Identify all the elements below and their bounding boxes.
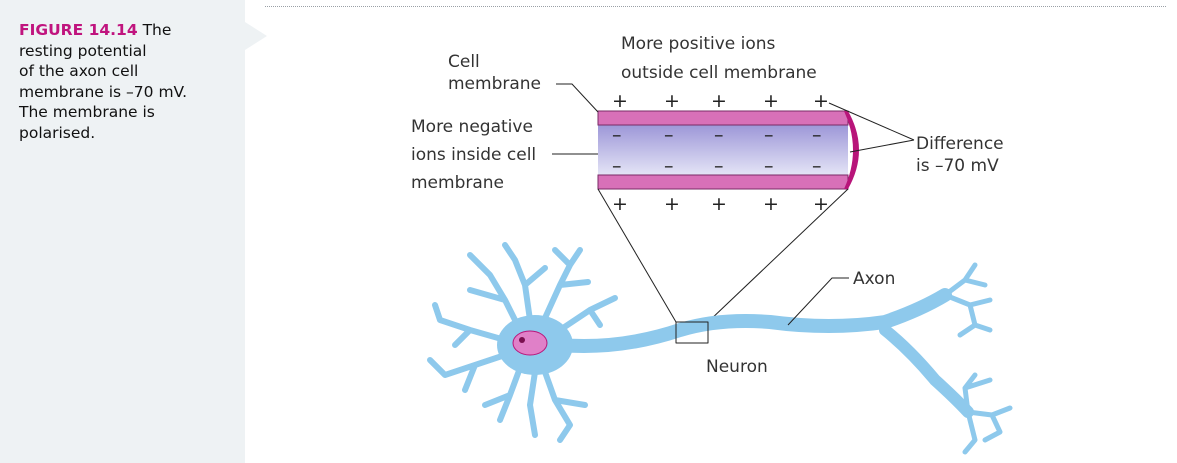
negative-ions-label-line-2: ions inside cell <box>411 145 536 165</box>
minus-sign: – <box>664 124 674 146</box>
minus-sign: – <box>664 155 674 177</box>
positive-ions-label-line-1: More positive ions <box>621 34 776 54</box>
axon-label: Axon <box>787 269 895 326</box>
axon-leader <box>787 277 849 326</box>
caption-line-5: polarised. <box>19 123 96 142</box>
minus-sign: – <box>612 124 622 146</box>
plus-sign: + <box>612 193 628 215</box>
minus-sign: – <box>714 124 724 146</box>
caption-pointer <box>245 22 267 50</box>
difference-label-line-2: is –70 mV <box>916 156 999 176</box>
caption-line-3: membrane is –70 mV. <box>19 82 188 101</box>
plus-sign: + <box>813 90 829 112</box>
nucleolus <box>519 337 525 343</box>
caption-line-2: of the axon cell <box>19 62 139 80</box>
minus-sign: – <box>812 155 822 177</box>
plus-sign: + <box>664 193 680 215</box>
difference-leader-top <box>828 102 915 141</box>
outside-plus-signs: + + + + + + + + + + <box>612 90 829 215</box>
cell-membrane-leader <box>556 83 599 113</box>
cell-membrane-label-line-2: membrane <box>448 74 541 94</box>
negative-ions-label: More negative ions inside cell membrane <box>411 117 598 193</box>
caption-text-first: The <box>142 21 172 39</box>
zoom-lines <box>597 188 849 323</box>
dendrites <box>427 242 618 443</box>
minus-sign: – <box>812 124 822 146</box>
zoom-line-right <box>707 188 849 323</box>
membrane-bottom <box>597 174 849 190</box>
zoom-line-left <box>597 188 677 323</box>
inside-cytoplasm <box>598 125 848 175</box>
plus-sign: + <box>711 90 727 112</box>
axon-terminals <box>942 262 1013 455</box>
axon-label-text: Axon <box>853 269 895 289</box>
plus-sign: + <box>711 193 727 215</box>
minus-sign: – <box>764 124 774 146</box>
cell-membrane-label: Cell membrane <box>448 52 599 113</box>
plus-sign: + <box>813 193 829 215</box>
negative-ions-label-line-3: membrane <box>411 173 504 193</box>
positive-ions-label: More positive ions outside cell membrane <box>621 34 817 83</box>
plus-sign: + <box>763 193 779 215</box>
neuron-illustration <box>427 242 1013 455</box>
minus-sign: – <box>714 155 724 177</box>
caption-line-1: resting potential <box>19 41 147 60</box>
axon-segment <box>597 110 859 190</box>
difference-label-line-1: Difference <box>916 134 1004 154</box>
neuron-label: Neuron <box>706 357 768 377</box>
plus-sign: + <box>612 90 628 112</box>
axon-fiber <box>553 288 952 353</box>
axon-branch-lower <box>879 324 974 418</box>
inside-minus-signs: – – – – – – – – – – <box>612 124 822 177</box>
figure-label: FIGURE 14.14 <box>19 21 138 39</box>
figure-caption: FIGURE 14.14 The resting potential of th… <box>19 20 234 143</box>
caption-line-4: The membrane is <box>19 103 155 121</box>
plus-sign: + <box>664 90 680 112</box>
zoom-box <box>675 321 709 344</box>
nucleus <box>512 330 548 356</box>
minus-sign: – <box>764 155 774 177</box>
negative-ions-label-line-1: More negative <box>411 117 533 137</box>
caption-panel <box>0 0 245 463</box>
minus-sign: – <box>612 155 622 177</box>
top-divider <box>265 6 1166 7</box>
positive-ions-label-line-2: outside cell membrane <box>621 63 817 83</box>
membrane-top <box>597 110 849 126</box>
membrane-end-cap <box>844 111 859 189</box>
difference-label: Difference is –70 mV <box>828 102 1004 176</box>
difference-leader-bottom <box>849 139 915 153</box>
cell-membrane-label-line-1: Cell <box>448 52 480 72</box>
plus-sign: + <box>763 90 779 112</box>
